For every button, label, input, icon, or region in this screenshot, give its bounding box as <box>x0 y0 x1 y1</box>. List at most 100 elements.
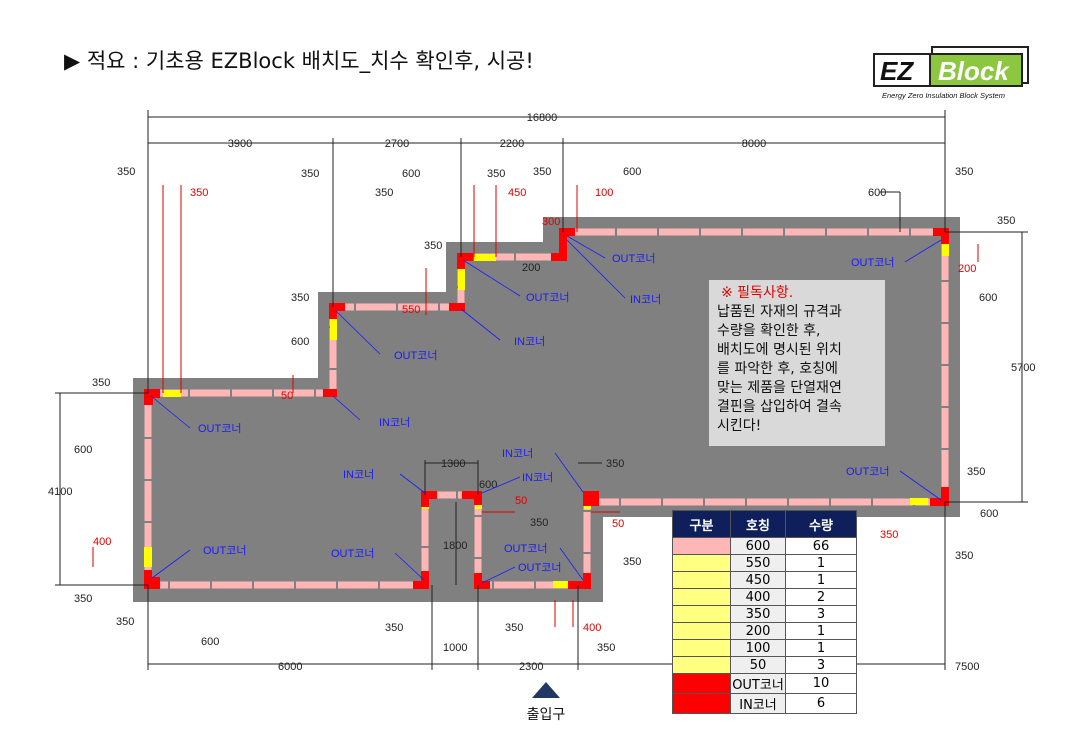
dimension-label: 600 <box>979 292 997 304</box>
table-row: 550 1 <box>672 554 857 572</box>
table-row: 450 1 <box>672 571 857 589</box>
block-qty: 3 <box>785 656 857 674</box>
dim-1300: 1300 <box>441 458 465 470</box>
block-size: IN코너 <box>730 693 786 714</box>
color-swatch <box>672 537 731 555</box>
page-title: ▶ 적요 : 기초용 EZBlock 배치도_치수 확인후, 시공! <box>64 49 534 73</box>
color-swatch <box>672 622 731 640</box>
dim-1000: 1000 <box>443 642 467 654</box>
dimension-label: 350 <box>117 166 135 178</box>
svg-text:EZ: EZ <box>880 56 914 86</box>
table-row: IN코너 6 <box>672 693 857 714</box>
notes-title: ※ 필독사항. <box>721 285 794 301</box>
block-qty: 3 <box>785 605 857 623</box>
dimension-label: 300 <box>542 216 560 228</box>
block-qty: 10 <box>785 673 857 694</box>
table-row: 600 66 <box>672 537 857 555</box>
dimension-label: OUT코너 <box>846 465 889 478</box>
dim-16800: 16800 <box>527 112 558 124</box>
dimension-label: 350 <box>597 642 615 654</box>
dimension-label: OUT코너 <box>526 291 569 304</box>
dimension-label: 350 <box>530 517 548 529</box>
dimension-label: OUT코너 <box>203 544 246 557</box>
dim-8000: 8000 <box>742 138 766 150</box>
notes-line: 맞는 제품을 단열재연 <box>717 380 842 396</box>
ezblock-logo: EZ Block Energy Zero Insulation Block Sy… <box>873 46 1029 100</box>
block-size: 450 <box>730 571 786 589</box>
block-qty: 6 <box>785 693 857 714</box>
corner-blocks <box>144 228 949 589</box>
dimension-label: 600 <box>479 479 497 491</box>
block-size: 200 <box>730 622 786 640</box>
dimension-label: OUT코너 <box>198 422 241 435</box>
dimension-lines <box>55 110 1028 670</box>
dimension-label: OUT코너 <box>504 542 547 555</box>
color-swatch <box>672 656 731 674</box>
block-qty: 2 <box>785 588 857 606</box>
color-swatch <box>672 639 731 657</box>
header-type: 구분 <box>672 510 731 538</box>
header-qty: 수량 <box>785 510 857 538</box>
dimension-label: 350 <box>955 550 973 562</box>
block-size: 100 <box>730 639 786 657</box>
dimension-label: 600 <box>291 336 309 348</box>
color-swatch <box>672 554 731 572</box>
dimension-label: 350 <box>997 215 1015 227</box>
table-row: 400 2 <box>672 588 857 606</box>
dimension-label: 50 <box>515 495 527 507</box>
dimension-label: IN코너 <box>630 293 661 306</box>
block-qty: 1 <box>785 639 857 657</box>
corner-labels: OUT코너 IN코너 OUT코너 OUT코너 IN코너 OUT코너 IN코너 OUT코너… <box>198 252 894 574</box>
dimension-label: IN코너 <box>379 416 410 429</box>
block-size: 400 <box>730 588 786 606</box>
dimension-label: IN코너 <box>343 468 374 481</box>
notes-line: 결핀을 삽입하여 결속 <box>717 399 842 415</box>
dim-1800: 1800 <box>443 540 467 552</box>
dimension-label: 350 <box>967 466 985 478</box>
dimension-label: 350 <box>424 240 442 252</box>
svg-text:Energy Zero Insulation Block S: Energy Zero Insulation Block System <box>882 91 1005 100</box>
color-swatch <box>672 673 731 694</box>
notes-line: 시킨다! <box>717 418 762 434</box>
notes-line: 납품된 자재의 규격과 <box>717 304 842 320</box>
dimension-label: 350 <box>190 187 208 199</box>
dimension-label: 50 <box>281 390 293 402</box>
dimension-label: 350 <box>606 458 624 470</box>
dimension-label: 350 <box>880 529 898 541</box>
red-dimension-lines <box>92 185 979 627</box>
dimension-label: IN코너 <box>514 335 545 348</box>
dimension-label: 600 <box>201 636 219 648</box>
dimension-label: 550 <box>402 304 420 316</box>
block-legend-table: 구분 호칭 수량 600 66 550 1 450 1 400 2 350 3 … <box>672 510 857 714</box>
dimension-label: 350 <box>487 168 505 180</box>
dimension-label: 600 <box>868 187 886 199</box>
overall-dimensions: 16800 3900 2700 2200 8000 5700 4100 6000… <box>48 112 1035 673</box>
dimension-label: 350 <box>623 556 641 568</box>
dimension-label: IN코너 <box>522 471 553 484</box>
dimension-label: 350 <box>116 616 134 628</box>
special-blocks <box>144 244 949 588</box>
corner-leaders <box>150 235 942 584</box>
dimension-label: 350 <box>74 593 92 605</box>
notes-line: 를 파악한 후, 호칭에 <box>717 361 838 377</box>
color-swatch <box>672 588 731 606</box>
block-qty: 1 <box>785 622 857 640</box>
dimension-label: OUT코너 <box>612 252 655 265</box>
notes-line: 배치도에 명시된 위치 <box>717 342 842 358</box>
block-qty: 1 <box>785 571 857 589</box>
entrance-label: 출입구 <box>526 707 566 723</box>
notes-box: ※ 필독사항. 납품된 자재의 규격과 수량을 확인한 후, 배치도에 명시된 … <box>709 280 885 446</box>
dimension-label: 200 <box>958 263 976 275</box>
dimension-label: 350 <box>385 622 403 634</box>
dimension-label: 50 <box>612 518 624 530</box>
entrance-arrow-icon <box>532 682 560 698</box>
dimension-label: 600 <box>980 508 998 520</box>
dimension-label: OUT코너 <box>518 561 561 574</box>
header-size: 호칭 <box>730 510 786 538</box>
table-row: 200 1 <box>672 622 857 640</box>
dimension-label: OUT코너 <box>394 349 437 362</box>
